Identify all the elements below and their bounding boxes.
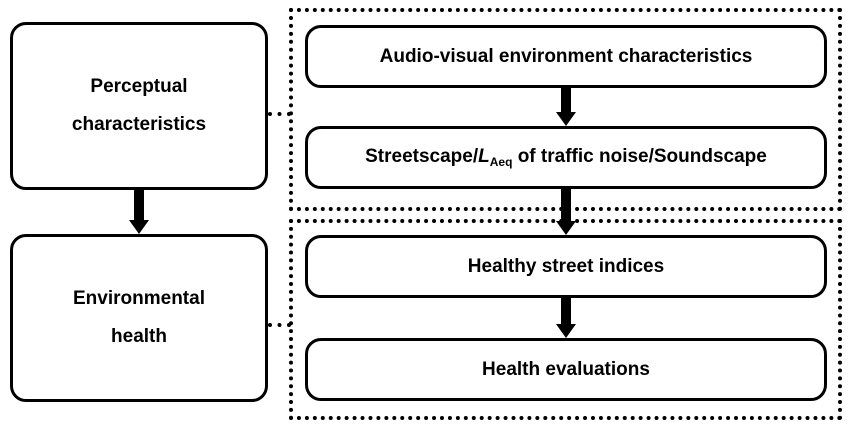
environmental-health-box: Environmental health — [10, 234, 268, 402]
health-evaluations-label: Health evaluations — [482, 358, 650, 380]
environmental-line1: Environmental — [73, 288, 205, 309]
arrow-streetscape-to-indices — [556, 189, 576, 235]
healthy-street-indices-box: Healthy street indices — [305, 235, 827, 298]
perceptual-line2: characteristics — [71, 114, 207, 135]
perceptual-characteristics-box: Perceptual characteristics — [10, 22, 268, 190]
perceptual-line1: Perceptual — [90, 76, 188, 97]
healthy-indices-label: Healthy street indices — [467, 255, 665, 277]
arrow-perceptual-to-health — [129, 190, 149, 234]
arrow-audio-to-streetscape — [556, 88, 576, 126]
streetscape-box: Streetscape/LAeq of traffic noise/Sounds… — [305, 126, 827, 189]
top-connector — [268, 112, 291, 116]
arrow-indices-to-evaluations — [556, 298, 576, 338]
health-evaluations-box: Health evaluations — [305, 338, 827, 401]
bottom-connector — [268, 323, 291, 327]
audio-visual-label: Audio-visual environment characteristics — [379, 45, 753, 67]
environmental-line2: health — [111, 326, 167, 347]
streetscape-label: Streetscape/LAeq of traffic noise/Sounds… — [365, 146, 767, 169]
audio-visual-box: Audio-visual environment characteristics — [305, 25, 827, 88]
